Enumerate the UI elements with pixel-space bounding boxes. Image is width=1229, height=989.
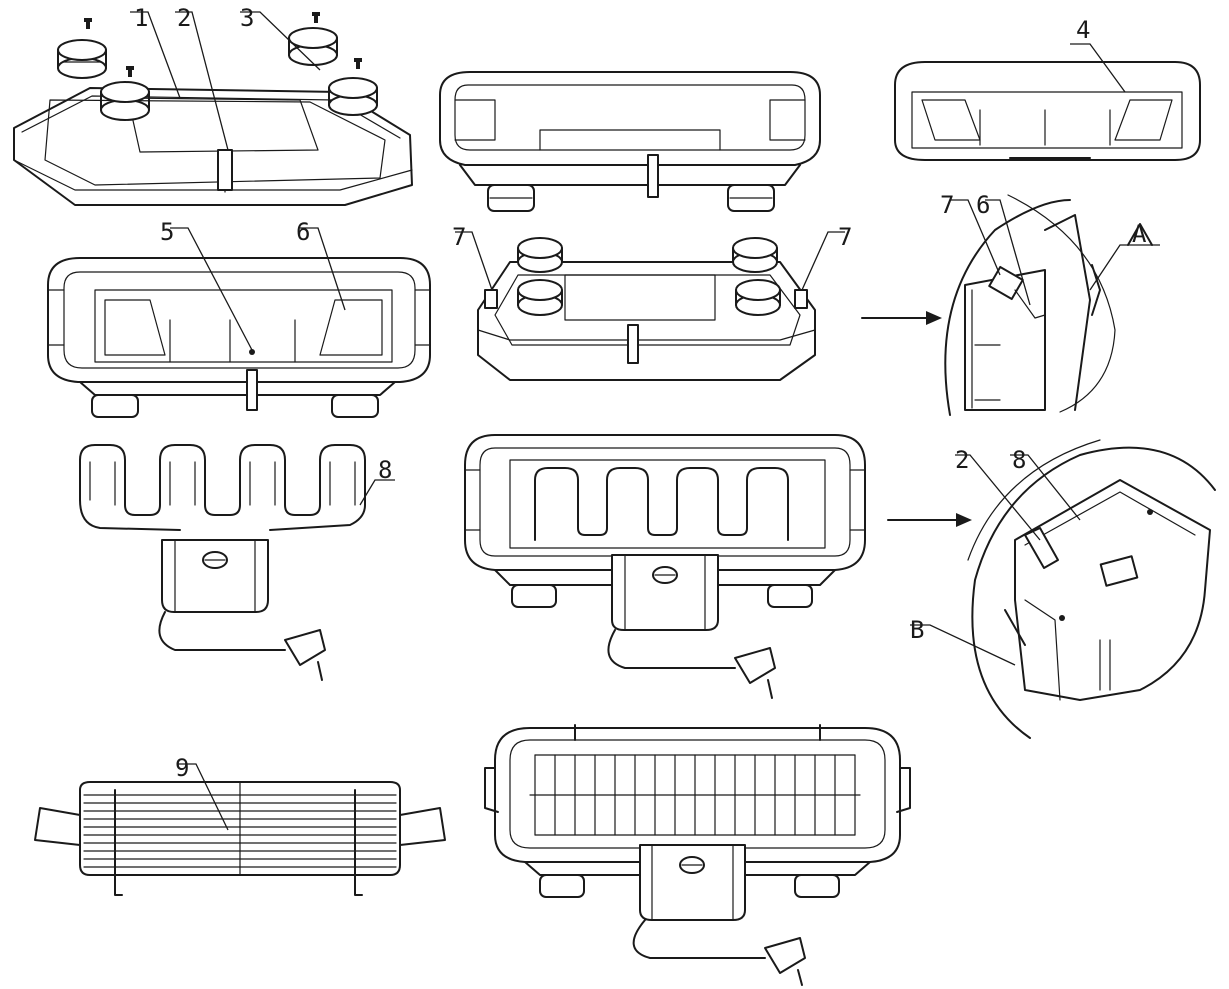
panel-grill-rack: [34, 763, 446, 896]
foot-ud-2: [517, 279, 563, 316]
part-label-8: 8: [378, 456, 392, 484]
panel-final-assembly: [484, 724, 911, 986]
foot-ud-3: [732, 237, 778, 273]
foot-front-left: [487, 184, 535, 212]
part-label-6b: 6: [976, 191, 990, 219]
arrow-to-detail-a: [861, 311, 942, 325]
foot-ud-1: [517, 237, 563, 273]
part-label-4: 4: [1076, 16, 1090, 44]
foot-ud-4: [735, 279, 781, 316]
part-label-7c: 7: [940, 191, 954, 219]
part-label-2b: 2: [955, 446, 969, 474]
detail-b-element-closeup: [910, 439, 1216, 739]
screw-4: [354, 58, 362, 69]
screw-3: [312, 12, 320, 23]
part-label-3: 3: [240, 4, 254, 32]
part-label-7b: 7: [838, 223, 852, 251]
screw-1: [84, 18, 92, 29]
part-label-9: 9: [175, 754, 189, 782]
part-label-1: 1: [134, 4, 148, 32]
screw-2: [126, 66, 134, 77]
panel-step2-body-upright: [439, 71, 821, 212]
detail-a-clip-closeup: [944, 194, 1160, 416]
foot-4: [328, 77, 378, 116]
detail-label-a: A: [1132, 220, 1147, 248]
foot-2: [100, 81, 150, 121]
panel-step1-feet-attach: [13, 11, 413, 206]
foot-1: [57, 39, 107, 79]
panel-step5-element-installed: [464, 434, 866, 699]
part-label-5: 5: [160, 218, 174, 246]
panel-step4-clips: [455, 231, 845, 381]
detail-label-b: B: [910, 616, 924, 644]
part-label-7a: 7: [452, 223, 466, 251]
panel-step3-tray-installed: [47, 227, 431, 418]
part-label-2: 2: [177, 4, 191, 32]
arrow-to-detail-b: [887, 513, 972, 527]
part-label-8b: 8: [1012, 446, 1026, 474]
part-label-6: 6: [296, 218, 310, 246]
panel-heating-element: [79, 444, 395, 681]
foot-3: [288, 27, 338, 66]
panel-inner-tray: [894, 43, 1201, 161]
foot-front-right: [727, 184, 775, 212]
